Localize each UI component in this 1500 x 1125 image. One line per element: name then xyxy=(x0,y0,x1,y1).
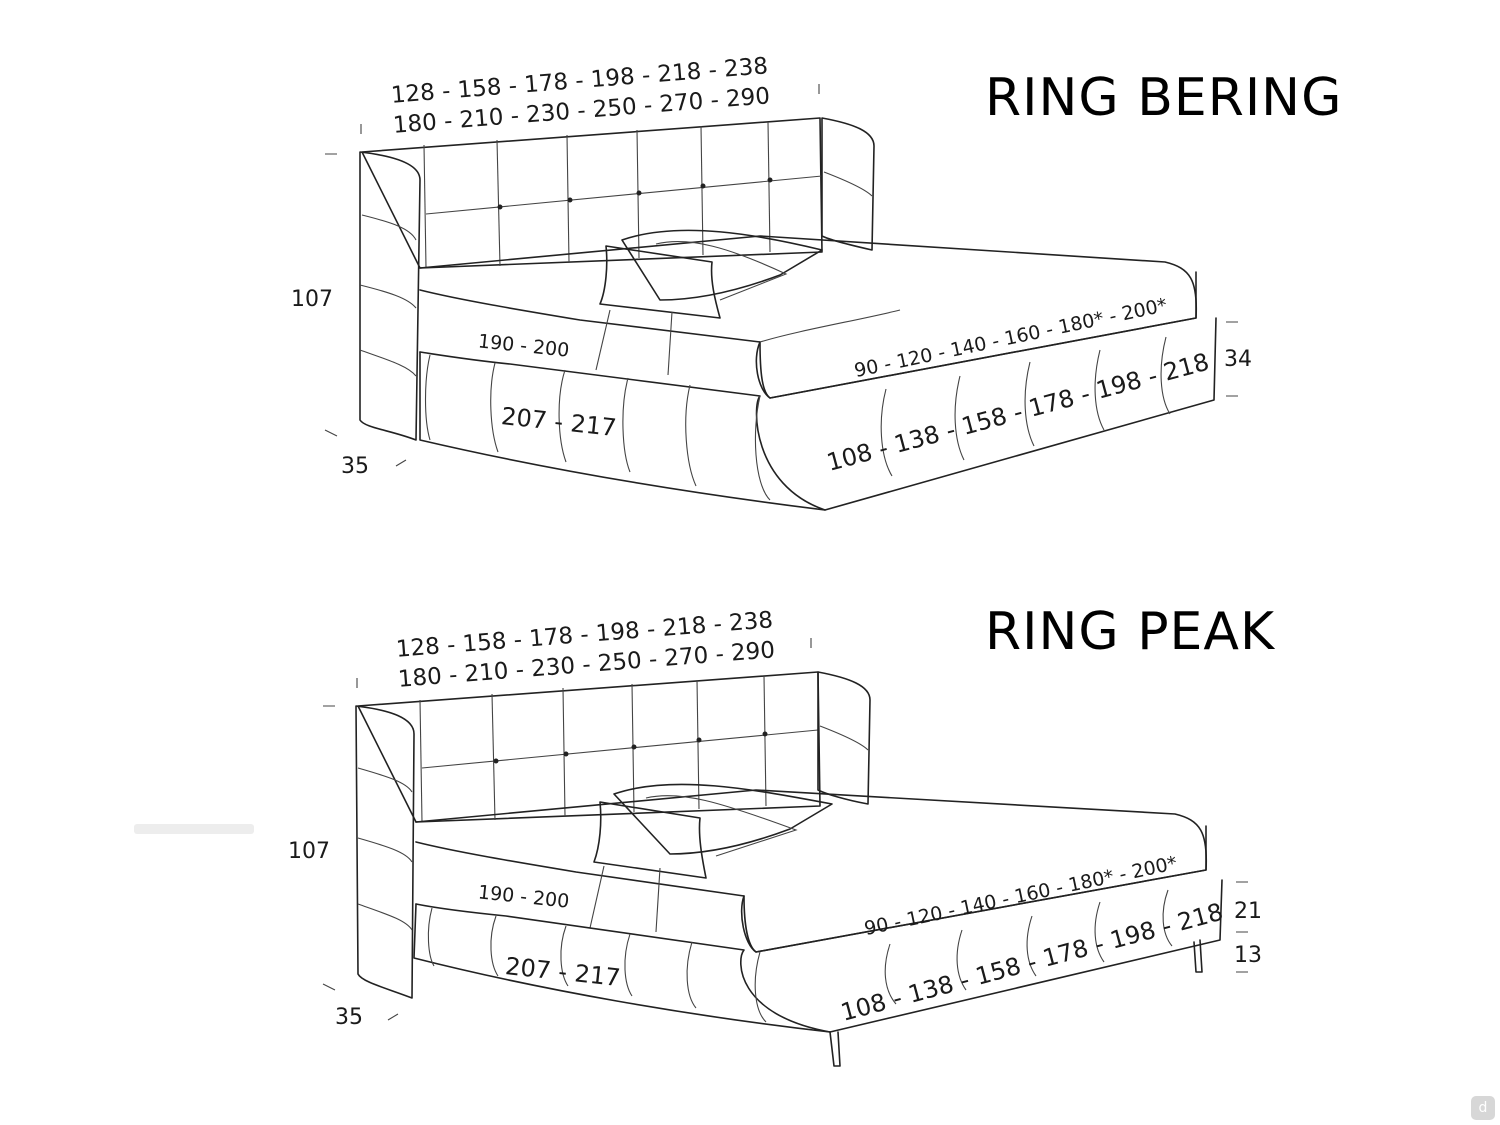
leg-front xyxy=(829,1031,841,1067)
base-height-label: 21 xyxy=(1234,899,1262,924)
right-wing-panel xyxy=(817,671,871,805)
bed-title-ring-bering: RING BERING xyxy=(985,68,1343,128)
mattress-lengths-label: 190 - 200 xyxy=(477,330,570,361)
right-wing-panel xyxy=(821,117,875,251)
left-wing-panel xyxy=(359,151,421,441)
ring-bering-drawing: 128 - 158 - 178 - 198 - 218 - 238 180 - … xyxy=(291,53,1252,511)
watermark-logo: d xyxy=(1471,1096,1495,1120)
pillow-back xyxy=(613,783,833,855)
mattress-top xyxy=(419,235,1198,399)
headboard-tufting xyxy=(423,121,823,269)
leg-back xyxy=(1193,939,1203,973)
headboard-tufting xyxy=(419,675,819,823)
bed-base xyxy=(415,879,1223,1033)
headboard-depth-label: 35 xyxy=(335,1005,363,1030)
headboard-panel xyxy=(357,671,821,823)
mattress-lengths-label: 190 - 200 xyxy=(477,881,570,912)
pillow-back xyxy=(621,229,823,301)
headboard-panel xyxy=(361,117,823,269)
mattress-side xyxy=(415,825,1207,953)
mattress-widths-label: 90 - 120 - 140 - 160 - 180* - 200* xyxy=(852,294,1169,382)
base-height-label: 34 xyxy=(1224,347,1252,372)
pillow-front xyxy=(593,801,707,879)
bed-title-ring-peak: RING PEAK xyxy=(985,602,1276,662)
left-wing-panel xyxy=(355,705,415,999)
height-label: 107 xyxy=(288,839,330,864)
bed-lengths-label: 207 - 217 xyxy=(500,402,618,442)
ring-peak-dimensions: 128 - 158 - 178 - 198 - 218 - 238 180 - … xyxy=(288,607,1262,1030)
headboard-depth-label: 35 xyxy=(341,454,369,479)
bed-lengths-label: 207 - 217 xyxy=(504,952,622,992)
scan-smudge xyxy=(134,824,254,834)
bed-base xyxy=(419,317,1217,511)
leg-height-label: 13 xyxy=(1234,943,1262,968)
height-label: 107 xyxy=(291,287,333,312)
mattress-side xyxy=(419,271,1197,399)
pillow-front xyxy=(599,245,721,319)
ring-peak-drawing: 128 - 158 - 178 - 198 - 218 - 238 180 - … xyxy=(288,607,1262,1067)
mattress-top xyxy=(415,789,1208,953)
